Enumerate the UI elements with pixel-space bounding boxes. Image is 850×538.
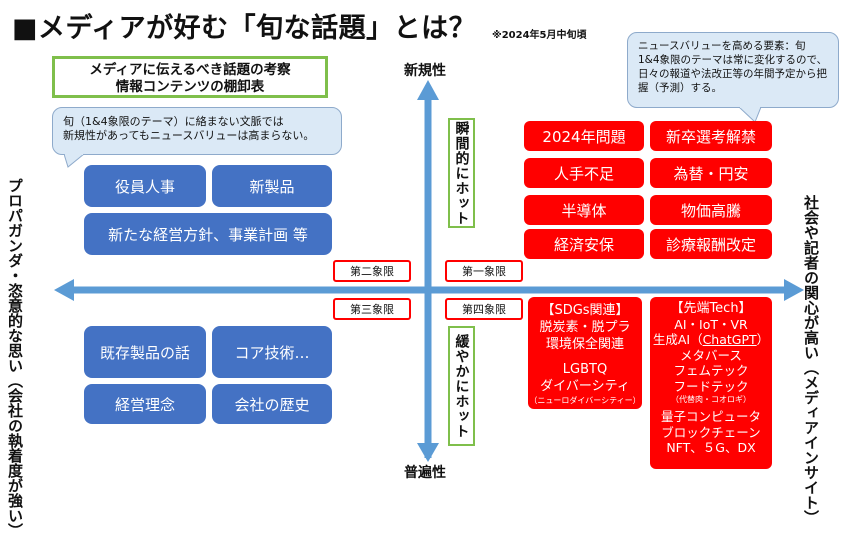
quadrant-3-label: 第三象限 — [333, 298, 411, 320]
date-note: ※2024年5月中旬頃 — [492, 30, 587, 41]
note-right-line2: 1&4象限のテーマは常に変化するので、 — [638, 54, 828, 66]
axis-label-novelty: 新規性 — [404, 63, 446, 79]
axis-label-left: プロパガンダ・恣意的な思い（会社の執着度が強い） — [6, 178, 24, 538]
quadrant-4-label: 第四象限 — [445, 298, 523, 320]
q3-item: 経営理念 — [84, 384, 206, 424]
q4-tech-line: 量子コンピュータ — [660, 409, 761, 424]
q2-item: 役員人事 — [84, 165, 206, 207]
q4-tech-line: フードテック — [673, 378, 749, 394]
label-instant-hot: 瞬間的にホット — [448, 118, 475, 228]
q4-sdgs-heading: 【SDGs関連】 — [541, 303, 629, 318]
note-right-line3: 日々の報道や法改正等の年間予定から把 — [638, 68, 827, 80]
box-title: メディアに伝えるべき話題の考察 情報コンテンツの棚卸表 — [52, 56, 328, 98]
axis-label-right: 社会や記者の関心が高い（メディアインサイト） — [802, 195, 820, 525]
q4-tech-line-genai: 生成AI（ChatGPT） — [650, 332, 772, 348]
q4-tech-genai-c: ） — [756, 332, 770, 347]
q4-tech-line: NFT、５G、DX — [666, 440, 756, 455]
axis-label-universality: 普遍性 — [404, 465, 446, 481]
q1-item: 為替・円安 — [650, 158, 772, 188]
q3-item: 既存製品の話 — [84, 326, 206, 378]
note-left-callout: 旬（1&4象限のテーマ）に絡まない文脈では 新規性があってもニュースバリューは高… — [52, 107, 342, 155]
q4-sdgs-small: （ニューロダイバーシティー） — [529, 396, 641, 405]
q2-item: 新たな経営方針、事業計画 等 — [84, 213, 332, 255]
note-left-tail — [64, 154, 85, 168]
axis-label-right-line1: 社会や記者の関心が高い — [802, 195, 820, 360]
quadrant-1-label: 第一象限 — [445, 260, 523, 282]
q4-tech-line: メタバース — [680, 347, 742, 363]
note-right-tail — [738, 107, 762, 123]
axis-arrow-down — [417, 443, 439, 462]
q4-tech-genai-a: 生成AI（ — [652, 332, 703, 347]
axis-arrow-right — [784, 279, 804, 301]
note-left-line1: 旬（1&4象限のテーマ）に絡まない文脈では — [63, 115, 284, 128]
axes — [54, 80, 804, 462]
q4-sdgs-box: 【SDGs関連】 脱炭素・脱プラ 環境保全関連 LGBTQ ダイバーシティ （ニ… — [528, 297, 642, 409]
q4-tech-small: （代替肉・コオロギ） — [671, 395, 751, 404]
quadrant-2-label: 第二象限 — [333, 260, 411, 282]
box-title-line1: メディアに伝えるべき話題の考察 — [89, 62, 291, 78]
q1-item: 2024年問題 — [524, 121, 644, 151]
note-right-line1: ニュースバリューを高める要素：旬 — [638, 40, 806, 52]
axis-label-left-line2: （会社の執着度が強い） — [6, 373, 24, 538]
label-gradual-hot: 緩やかにホット — [448, 326, 475, 446]
q3-item: 会社の歴史 — [212, 384, 332, 424]
q4-sdgs-line: ダイバーシティ — [540, 379, 630, 394]
box-title-line2: 情報コンテンツの棚卸表 — [115, 79, 265, 95]
q4-tech-box: 【先端Tech】 AI・IoT・VR 生成AI（ChatGPT） メタバース フ… — [650, 297, 772, 469]
q4-tech-genai-b: ChatGPT — [702, 332, 757, 347]
axis-label-left-line1: プロパガンダ・恣意的な思い — [6, 178, 24, 373]
axis-arrow-up — [417, 80, 439, 100]
q3-item: コア技術… — [212, 326, 332, 378]
q4-tech-line: フェムテック — [673, 363, 749, 378]
q4-tech-heading: 【先端Tech】 — [670, 301, 752, 316]
q1-item: 経済安保 — [524, 229, 644, 259]
axis-arrow-left — [54, 279, 74, 301]
q4-tech-line: AI・IoT・VR — [674, 316, 748, 332]
axis-label-right-line2: （メディアインサイト） — [802, 360, 820, 525]
note-left-line2: 新規性があってもニュースバリューは高まらない。 — [63, 129, 315, 142]
q4-tech-line: ブロックチェーン — [661, 424, 761, 440]
page-title: ■メディアが好む「旬な話題」とは？ — [12, 13, 477, 44]
q4-sdgs-line: 環境保全関連 — [545, 337, 624, 352]
q4-sdgs-line: 脱炭素・脱プラ — [539, 320, 631, 335]
q1-item: 半導体 — [524, 195, 644, 225]
q1-item: 診療報酬改定 — [650, 229, 772, 259]
note-right-callout: ニュースバリューを高める要素：旬 1&4象限のテーマは常に変化するので、 日々の… — [627, 32, 839, 108]
note-right-line4: 握（予測）する。 — [638, 82, 722, 94]
q1-item: 新卒選考解禁 — [650, 121, 772, 151]
q1-item: 人手不足 — [524, 158, 644, 188]
q1-item: 物価高騰 — [650, 195, 772, 225]
q4-sdgs-line: LGBTQ — [562, 362, 608, 377]
q2-item: 新製品 — [212, 165, 332, 207]
